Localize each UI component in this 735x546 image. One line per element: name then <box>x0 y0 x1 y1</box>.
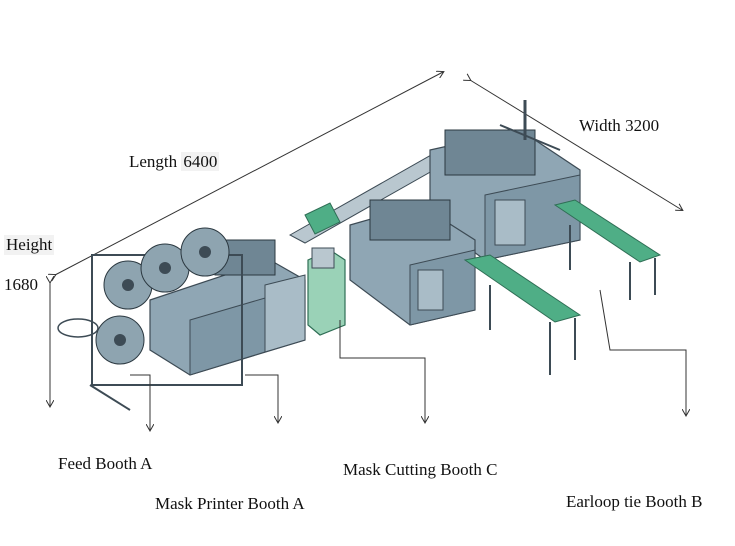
cutting-booth-label: Mask Cutting Booth C <box>343 460 498 479</box>
cutting-callout-line <box>339 320 425 422</box>
width-label-text: Width <box>579 116 621 135</box>
height-label: Height <box>4 235 55 255</box>
earloop-callout-line <box>599 289 686 415</box>
cutting-output-conveyor <box>463 254 582 375</box>
cutting-machine-body <box>349 199 476 326</box>
length-label-text: Length <box>129 152 178 171</box>
printer-booth-label: Mask Printer Booth A <box>155 494 305 513</box>
feed-roll-1 <box>103 260 153 310</box>
feed-rolls <box>57 227 243 411</box>
control-cabinet <box>307 247 346 336</box>
height-value: 1680 <box>4 275 38 294</box>
earloop-output-conveyor <box>553 199 662 300</box>
earloop-booth-label: Earloop tie Booth B <box>566 492 703 511</box>
feed-roll-4 <box>95 315 145 365</box>
length-dimension-line <box>55 72 443 275</box>
width-value: 3200 <box>625 116 660 135</box>
feed-roll-3 <box>180 227 230 277</box>
width-label: Width 3200 <box>579 116 659 136</box>
width-dimension-line <box>470 80 682 210</box>
earloop-machine-body <box>429 100 581 261</box>
feed-booth-label: Feed Booth A <box>58 454 153 473</box>
length-value: 6400 <box>181 152 220 171</box>
feed-callout-line <box>130 374 150 430</box>
printer-callout-line <box>245 374 278 422</box>
printer-machine-body <box>149 239 306 376</box>
length-label: Length 6400 <box>129 152 220 172</box>
